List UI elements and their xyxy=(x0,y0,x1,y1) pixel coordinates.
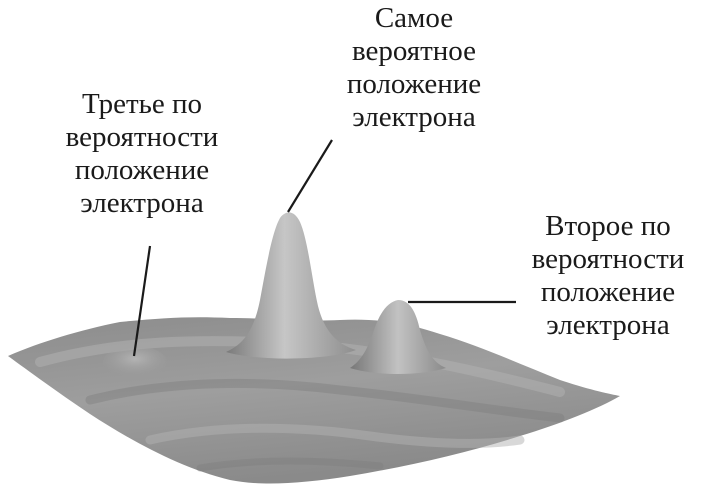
label-most-probable: Самое вероятное положение электрона xyxy=(300,2,528,134)
surface-ridge xyxy=(145,423,525,448)
label-line: Самое xyxy=(374,2,454,34)
label-line: вероятности xyxy=(531,243,685,275)
second-probable-peak xyxy=(350,300,446,374)
label-second-probable: Второе по вероятности положение электрон… xyxy=(500,210,716,342)
label-line: Второе по xyxy=(545,210,671,242)
surface-ridge xyxy=(85,378,565,423)
surface-ridge xyxy=(196,457,384,472)
label-third-probable: Третье по вероятности положение электрон… xyxy=(28,88,256,220)
label-line: положение xyxy=(74,154,210,186)
label-line: электрона xyxy=(546,309,670,341)
label-line: положение xyxy=(346,68,482,100)
label-line: вероятности xyxy=(65,121,219,153)
label-line: вероятное xyxy=(351,35,477,67)
most-probable-peak xyxy=(226,212,356,359)
label-line: положение xyxy=(540,276,676,308)
label-line: электрона xyxy=(352,101,476,133)
leader-line-third xyxy=(132,245,152,357)
leader-line-most xyxy=(287,139,333,213)
label-line: электрона xyxy=(80,187,204,219)
third-probable-bump xyxy=(103,346,167,378)
label-line: Третье по xyxy=(81,88,203,120)
